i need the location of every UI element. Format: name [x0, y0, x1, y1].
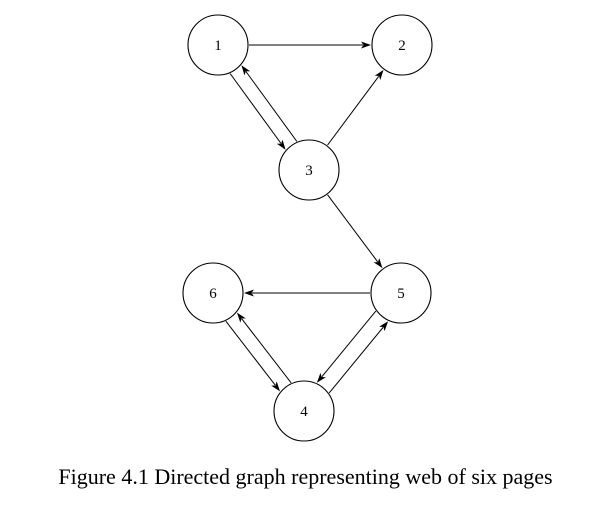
- edge-1-to-2: [249, 41, 371, 49]
- edge-5-to-4: [316, 310, 377, 383]
- edges-layer: [225, 41, 389, 394]
- node-circle: [370, 262, 432, 324]
- node-circle: [278, 139, 340, 201]
- edge-4-to-6: [236, 312, 292, 384]
- node-circle: [371, 14, 433, 76]
- node-5: 5: [370, 262, 432, 324]
- edge-line: [225, 320, 276, 386]
- arrowhead-icon: [271, 381, 281, 392]
- node-label: 5: [397, 286, 405, 302]
- edge-line: [321, 310, 377, 377]
- node-1: 1: [187, 14, 249, 76]
- edge-1-to-3: [229, 73, 286, 150]
- arrowhead-icon: [276, 139, 286, 150]
- node-label: 2: [398, 38, 406, 54]
- edge-line: [245, 71, 298, 142]
- edge-line: [241, 318, 292, 384]
- node-label: 3: [305, 163, 313, 179]
- node-label: 4: [300, 404, 308, 420]
- node-6: 6: [182, 262, 244, 324]
- arrowhead-icon: [373, 258, 383, 269]
- edge-3-to-5: [327, 194, 383, 269]
- arrowhead-icon: [241, 65, 251, 76]
- figure-caption: Figure 4.1 Directed graph representing w…: [58, 464, 553, 489]
- edge-6-to-4: [225, 320, 281, 392]
- arrowhead-icon: [236, 312, 246, 323]
- edge-5-to-6: [244, 289, 370, 297]
- arrowhead-icon: [374, 69, 384, 80]
- edge-4-to-5: [328, 321, 389, 394]
- arrowhead-icon: [361, 41, 371, 49]
- edge-line: [327, 194, 379, 263]
- node-circle: [182, 262, 244, 324]
- node-2: 2: [371, 14, 433, 76]
- edge-3-to-2: [327, 69, 384, 146]
- nodes-layer: 1 2 3 4 5 6: [182, 14, 433, 442]
- edge-line: [328, 327, 384, 394]
- node-label: 6: [209, 286, 217, 302]
- edge-line: [327, 75, 380, 146]
- arrowhead-icon: [316, 372, 326, 383]
- arrowhead-icon: [244, 289, 254, 297]
- node-3: 3: [278, 139, 340, 201]
- node-circle: [273, 380, 335, 442]
- node-circle: [187, 14, 249, 76]
- arrowhead-icon: [379, 321, 389, 332]
- node-4: 4: [273, 380, 335, 442]
- edge-line: [229, 73, 282, 144]
- node-label: 1: [214, 38, 222, 54]
- edge-3-to-1: [241, 65, 298, 142]
